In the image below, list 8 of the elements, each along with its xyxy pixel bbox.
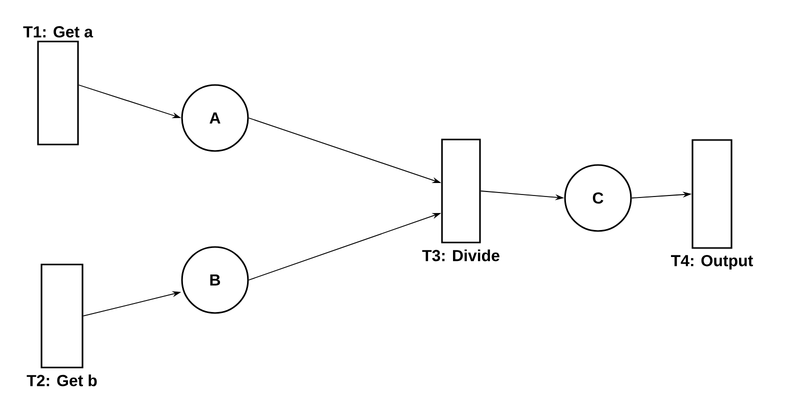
node-label: T3: Divide bbox=[422, 249, 500, 262]
transition-bar: T3: Divide bbox=[422, 138, 500, 262]
transition-bar: T2: Get b bbox=[26, 264, 97, 386]
node-label: T1: Get a bbox=[23, 26, 94, 38]
node-label: T2: Get b bbox=[26, 374, 97, 386]
node-label: T4: Output bbox=[670, 255, 753, 270]
transition-bar: T4: Output bbox=[671, 139, 753, 270]
transition-bar: T1: Get a bbox=[23, 26, 94, 146]
